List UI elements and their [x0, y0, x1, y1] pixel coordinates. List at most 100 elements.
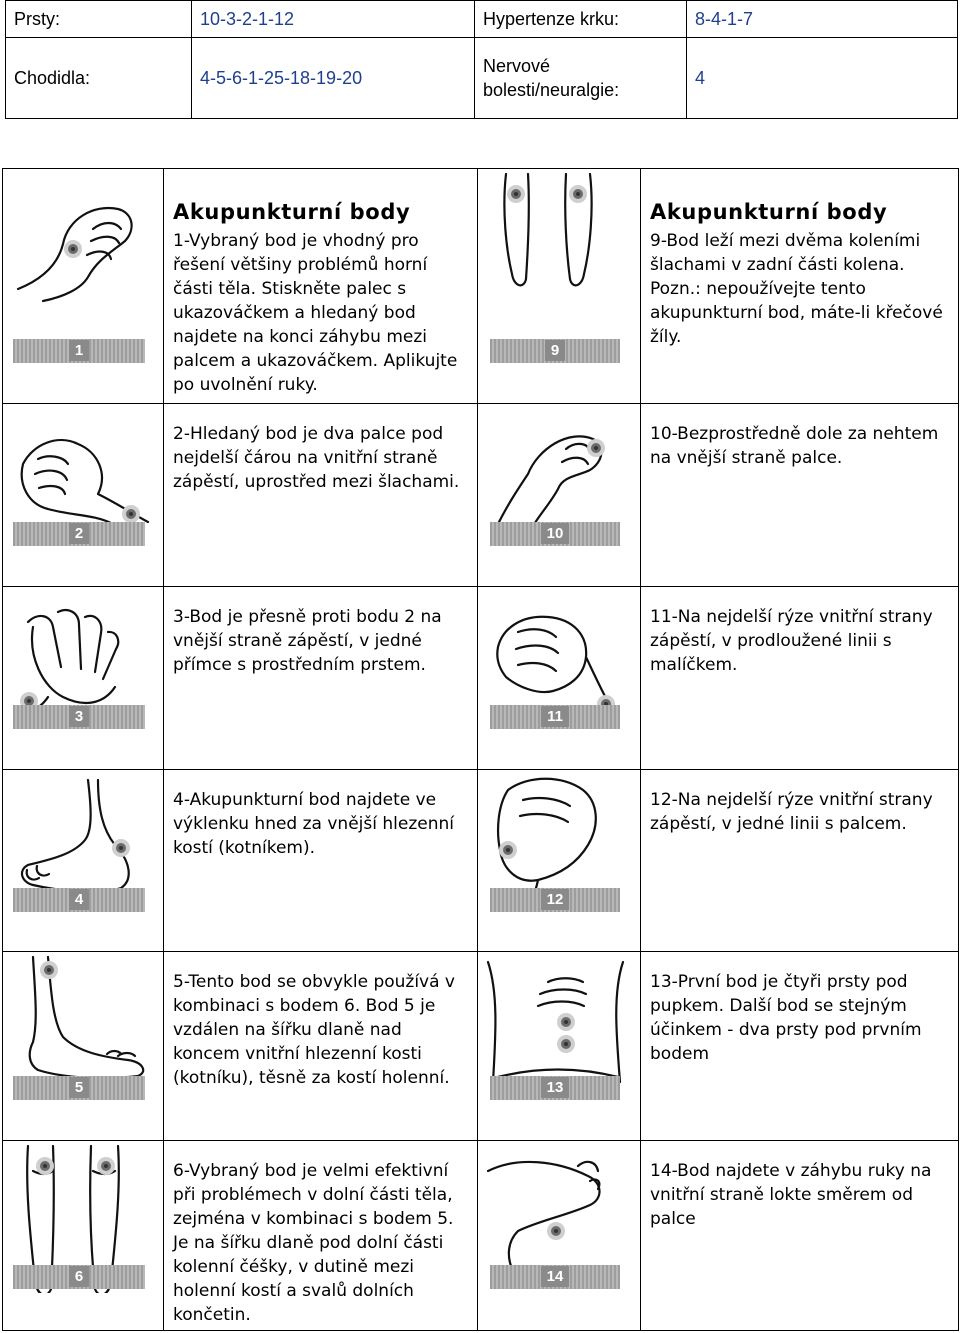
point-number-badge: 13	[490, 1076, 620, 1101]
summary-label: Prsty:	[5, 0, 192, 38]
point-description-cell: 13-První bod je čtyři prsty pod pupkem. …	[640, 951, 959, 1142]
legs-front-icon	[26, 1145, 120, 1294]
acupoint-row: 6 6-Vybraný bod je velmi efektivní při p…	[2, 1140, 959, 1331]
point-number: 2	[68, 523, 90, 545]
illustration: 3	[3, 587, 163, 769]
point-description: 12-Na nejdelší rýze vnitřní strany zápěs…	[650, 789, 933, 834]
summary-row: Prsty: 10-3-2-1-12 Hypertenze krku: 8-4-…	[5, 0, 958, 38]
point-description-cell: 4-Akupunkturní bod najdete ve výklenku h…	[163, 768, 478, 953]
wrist-inner-icon	[20, 439, 150, 526]
point-description-cell: 14-Bod najdete v záhybu ruky na vnitřní …	[640, 1140, 959, 1331]
point-number: 5	[68, 1077, 90, 1099]
illustration: 14	[478, 1141, 640, 1330]
acupoint-grid: 1 Akupunkturní body 1-Vybraný bod je vhod…	[2, 167, 959, 1331]
point-description-cell: 6-Vybraný bod je velmi efektivní při pro…	[163, 1140, 478, 1331]
point-number-badge: 1	[13, 339, 145, 363]
point-image-cell: 13	[477, 951, 641, 1142]
point-description: 11-Na nejdelší rýze vnitřní strany zápěs…	[650, 607, 933, 676]
hand-pinch-icon	[16, 206, 133, 303]
point-number: 13	[540, 1077, 570, 1099]
acupoint-row: 2 2-Hledaný bod je dva palce pod nejdelš…	[2, 403, 959, 588]
point-number-badge: 3	[13, 705, 145, 730]
point-description: 1-Vybraný bod je vhodný pro řešení větši…	[173, 231, 458, 395]
point-image-cell: 4	[2, 768, 164, 953]
point-image-cell: 14	[477, 1140, 641, 1331]
point-description-cell: 10-Bezprostředně dole za nehtem na vnějš…	[640, 403, 959, 588]
point-image-cell: 5	[2, 951, 164, 1142]
summary-row: Chodidla: 4-5-6-1-25-18-19-20 Nervové bo…	[5, 37, 958, 119]
point-number: 6	[68, 1266, 90, 1288]
section-heading: Akupunkturní body	[650, 200, 888, 224]
point-number: 1	[68, 340, 90, 361]
summary-value: 10-3-2-1-12	[191, 0, 475, 38]
point-number-badge: 14	[490, 1265, 620, 1290]
illustration: 10	[478, 404, 640, 586]
point-number: 4	[68, 888, 90, 910]
point-description-cell: 5-Tento bod se obvykle používá v kombina…	[163, 951, 478, 1142]
point-image-cell: 9	[477, 167, 641, 405]
acupoint-row: 1 Akupunkturní body 1-Vybraný bod je vhod…	[2, 167, 959, 405]
point-image-cell: 3	[2, 586, 164, 770]
point-description-cell: 12-Na nejdelší rýze vnitřní strany zápěs…	[640, 768, 959, 953]
illustration: 9	[478, 169, 640, 403]
point-number-badge: 4	[13, 887, 145, 912]
point-image-cell: 11	[477, 586, 641, 770]
illustration: 13	[478, 952, 640, 1140]
illustration: 2	[3, 404, 163, 586]
acupoint-row: 5 5-Tento bod se obvykle používá v kombi…	[2, 951, 959, 1142]
belly-icon	[486, 961, 625, 1084]
point-number-badge: 5	[13, 1076, 145, 1101]
summary-label: Hypertenze krku:	[474, 0, 687, 38]
summary-table: Prsty: 10-3-2-1-12 Hypertenze krku: 8-4-…	[5, 0, 958, 119]
thumb-nail-icon	[496, 435, 605, 536]
point-description-cell: Akupunkturní body 1-Vybraný bod je vhodný…	[163, 167, 478, 405]
point-description: 5-Tento bod se obvykle používá v kombina…	[173, 972, 455, 1089]
illustration: 4	[3, 770, 163, 952]
point-image-cell: 10	[477, 403, 641, 588]
point-description-cell: Akupunkturní body 9-Bod leží mezi dvěma k…	[640, 167, 959, 405]
point-number: 11	[541, 706, 569, 728]
acupoint-row: 3 3-Bod je přesně proti bodu 2 na vnější…	[2, 586, 959, 770]
point-description: 10-Bezprostředně dole za nehtem na vnějš…	[650, 424, 939, 469]
illustration: 5	[3, 952, 163, 1140]
point-number-badge: 11	[490, 705, 620, 730]
summary-value: 4	[686, 37, 958, 119]
acupoint-row: 4 4-Akupunkturní bod najdete ve výklenku…	[2, 768, 959, 953]
point-number-badge: 6	[13, 1265, 145, 1290]
point-description: 3-Bod je přesně proti bodu 2 na vnější s…	[173, 607, 442, 676]
point-description-cell: 2-Hledaný bod je dva palce pod nejdelší …	[163, 403, 478, 588]
point-image-cell: 12	[477, 768, 641, 953]
point-image-cell: 1	[2, 167, 164, 405]
foot-outer-icon	[20, 778, 130, 893]
point-description: 6-Vybraný bod je velmi efektivní při pro…	[173, 1161, 454, 1326]
summary-label: Chodidla:	[5, 37, 192, 119]
illustration: 11	[478, 587, 640, 769]
illustration: 12	[478, 770, 640, 952]
point-number-badge: 9	[490, 339, 620, 363]
point-image-cell: 2	[2, 403, 164, 588]
point-number: 10	[540, 523, 570, 545]
section-heading: Akupunkturní body	[173, 200, 411, 224]
point-description-cell: 3-Bod je přesně proti bodu 2 na vnější s…	[163, 586, 478, 770]
point-number: 3	[68, 706, 90, 728]
illustration: 6	[3, 1141, 163, 1330]
legs-back-icon	[503, 172, 593, 287]
point-number-badge: 12	[490, 887, 620, 912]
summary-label: Nervové bolesti/neuralgie:	[474, 37, 687, 119]
point-number: 14	[540, 1266, 570, 1288]
point-number-badge: 10	[490, 522, 620, 547]
point-number-badge: 2	[13, 522, 145, 547]
point-number: 9	[544, 340, 566, 361]
summary-value: 8-4-1-7	[686, 0, 958, 38]
point-description: 2-Hledaný bod je dva palce pod nejdelší …	[173, 424, 460, 493]
point-description: 14-Bod najdete v záhybu ruky na vnitřní …	[650, 1161, 932, 1230]
point-number: 12	[540, 888, 570, 910]
point-description: 4-Akupunkturní bod najdete ve výklenku h…	[173, 789, 454, 858]
point-description-cell: 11-Na nejdelší rýze vnitřní strany zápěs…	[640, 586, 959, 770]
elbow-icon	[486, 1160, 601, 1273]
point-description: 13-První bod je čtyři prsty pod pupkem. …	[650, 972, 922, 1065]
point-description: 9-Bod leží mezi dvěma koleními šlachami …	[650, 231, 943, 347]
illustration: 1	[3, 169, 163, 403]
point-image-cell: 6	[2, 1140, 164, 1331]
summary-value: 4-5-6-1-25-18-19-20	[191, 37, 475, 119]
